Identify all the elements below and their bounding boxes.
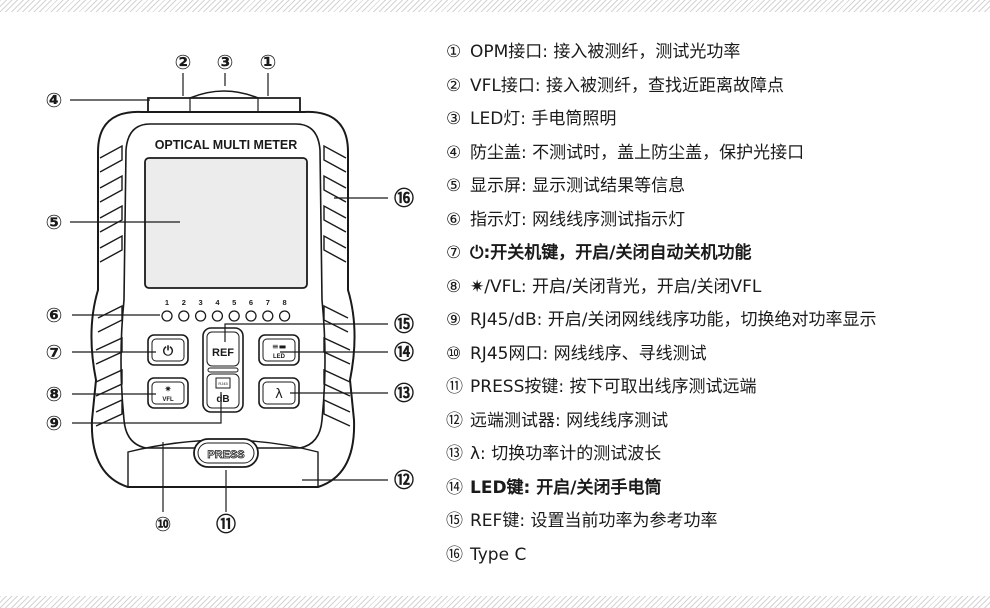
indicator-number-6: 6 [249, 298, 253, 307]
indicator-light-1 [161, 310, 173, 322]
led-window [189, 90, 259, 99]
indicator-number-5: 5 [232, 298, 236, 307]
callout-6: ⑥ [46, 303, 63, 327]
rocker-divider [207, 367, 239, 373]
indicator-light-4 [211, 310, 224, 322]
callout-12: ⑫ [394, 468, 414, 492]
led-button[interactable] [258, 334, 300, 366]
indicator-number-8: 8 [283, 298, 287, 307]
press-button-label: PRESS [207, 449, 244, 461]
callout-7: ⑦ [46, 340, 63, 364]
indicator-lights: 1 2 3 4 5 6 7 8 [161, 298, 291, 322]
callout-14: ⑭ [394, 340, 414, 364]
rj45-icon [215, 377, 231, 389]
callout-10: ⑩ [155, 512, 172, 536]
left-grip-ribs [95, 144, 123, 427]
ref-button[interactable] [206, 331, 240, 367]
rj45-tag: RJ45 [218, 381, 228, 386]
power-button[interactable] [147, 334, 189, 366]
db-button[interactable] [206, 373, 240, 409]
callout-2: ② [175, 50, 192, 74]
callout-5: ⑤ [46, 210, 63, 234]
press-button[interactable] [193, 438, 259, 468]
callout-3: ③ [217, 50, 234, 74]
indicator-light-7 [262, 310, 274, 322]
device-diagram: OPTICAL MULTI METER 1 2 3 4 5 6 7 8 ⏻ ✷ VFL REF… [46, 50, 414, 536]
callout-1: ① [260, 50, 277, 74]
right-grip-ribs [323, 144, 351, 427]
vfl-button-label: VFL [162, 397, 174, 403]
callout-4: ④ [46, 88, 63, 112]
indicator-number-3: 3 [199, 298, 203, 307]
led-button-label: LED [273, 354, 286, 360]
power-icon: ⏻ [163, 344, 174, 359]
callout-13: ⑬ [394, 381, 414, 405]
legend-item-8: ⑧✷/VFL: 开启/关闭背光，开启/关闭VFL [446, 276, 762, 297]
flashlight-icon: ≡▬ [272, 342, 286, 351]
indicator-light-8 [278, 310, 291, 322]
db-button-label: dB [216, 394, 229, 405]
indicator-light-6 [245, 310, 257, 322]
indicator-light-2 [178, 310, 190, 322]
indicator-light-3 [194, 310, 207, 322]
dust-cover [147, 97, 301, 112]
ref-button-label: REF [212, 347, 234, 359]
indicator-number-1: 1 [165, 298, 169, 307]
power-icon: ⏻ [470, 243, 484, 263]
vfl-button[interactable] [147, 377, 189, 409]
indicator-light-5 [228, 310, 240, 322]
top-hatch-border [0, 0, 990, 12]
callout-16: ⑯ [394, 186, 414, 210]
device-label: OPTICAL MULTI METER [155, 138, 298, 152]
backlight-icon: ✷ [470, 276, 485, 297]
lambda-button-label: λ [275, 387, 283, 402]
indicator-number-4: 4 [215, 298, 220, 307]
indicator-number-2: 2 [182, 298, 186, 307]
bottom-hatch-border [0, 596, 990, 608]
backlight-icon: ✷ [164, 385, 172, 395]
display-screen [144, 157, 308, 289]
callout-11: ⑪ [216, 512, 236, 536]
callout-15: ⑮ [394, 312, 414, 336]
callout-8: ⑧ [46, 382, 63, 406]
callout-9: ⑨ [46, 411, 63, 435]
legend-item-7: ⑦⏻:开关机键，开启/关闭自动关机功能 [446, 243, 752, 263]
callout-lines [70, 73, 388, 512]
indicator-number-7: 7 [266, 298, 270, 307]
